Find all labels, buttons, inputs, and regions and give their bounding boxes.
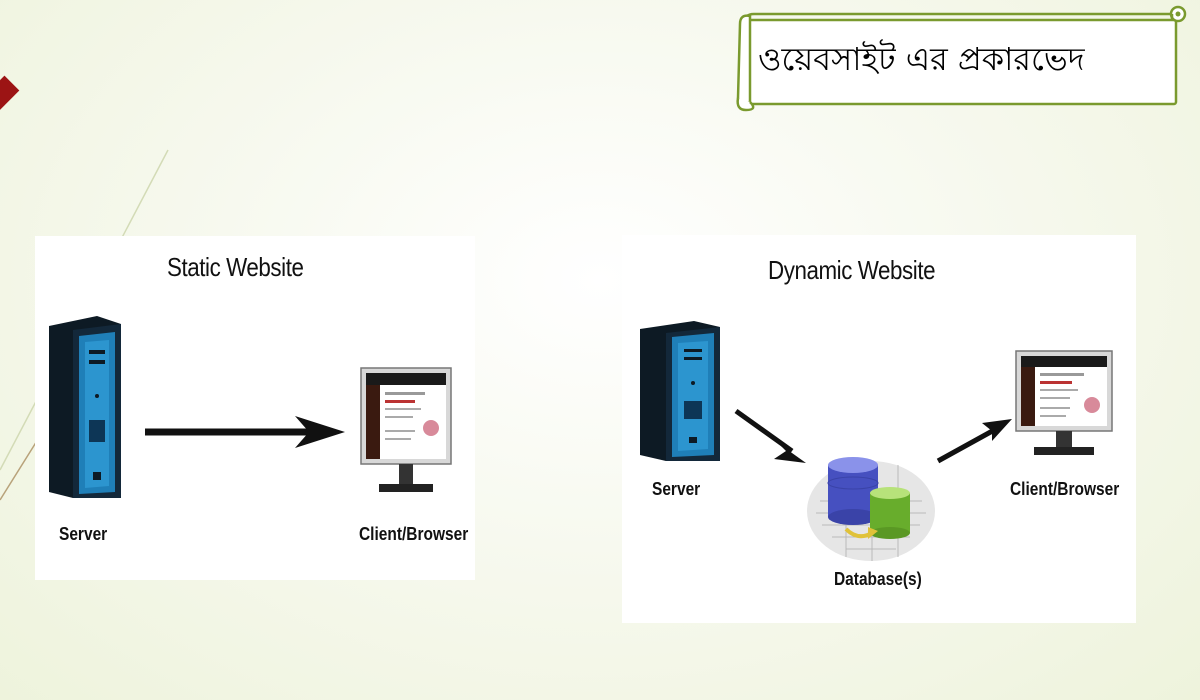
database-label: Database(s) <box>834 569 922 589</box>
client-monitor-icon <box>1015 350 1113 455</box>
dynamic-website-title: Dynamic Website <box>768 255 936 285</box>
page-title: ওয়েবসাইট এর প্রকারভেদ <box>758 40 1085 78</box>
server-icon <box>49 316 121 498</box>
static-client-label: Client/Browser <box>359 524 469 544</box>
database-icon <box>807 457 935 561</box>
static-website-panel: Static Website Server <box>35 236 475 580</box>
arrow-right-icon <box>145 416 345 448</box>
dynamic-client-label: Client/Browser <box>1010 479 1120 499</box>
static-server-label: Server <box>59 524 108 544</box>
arrow-down-right-icon <box>734 408 806 463</box>
static-website-title: Static Website <box>167 252 304 282</box>
dynamic-server-label: Server <box>652 479 701 499</box>
server-icon <box>640 321 720 461</box>
dynamic-website-panel: Dynamic Website Server <box>622 235 1136 623</box>
scroll-banner-icon <box>736 5 1187 112</box>
client-monitor-icon <box>360 367 452 492</box>
arrow-up-right-icon <box>936 419 1012 464</box>
